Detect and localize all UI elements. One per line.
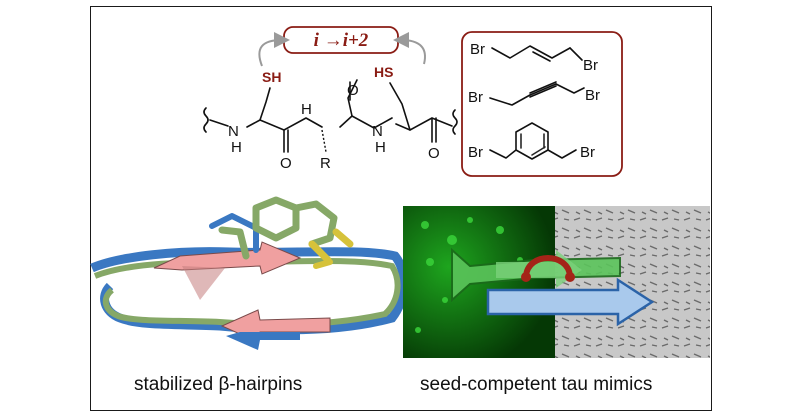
oxygen-3: O [428, 145, 440, 162]
caption-left: stabilized β-hairpins [134, 374, 303, 395]
linker-xylylene: Br Br [468, 122, 595, 161]
figure-frame [90, 6, 712, 411]
caption-right: seed-competent tau mimics [420, 374, 653, 395]
amine-left: N [228, 123, 239, 140]
thiol-left-label: SH [262, 69, 281, 85]
svg-text:Br: Br [585, 87, 600, 104]
side-chain-r: R [320, 155, 331, 172]
right-curved-arrow [393, 32, 426, 65]
amine-mid-h: H [301, 101, 312, 118]
micrograph-panel [403, 206, 710, 358]
staple-sticks [209, 196, 354, 269]
svg-text:Br: Br [468, 89, 483, 106]
amine-right-h: H [375, 139, 386, 156]
svg-text:Br: Br [583, 57, 598, 74]
schematic-blue-strand [486, 277, 655, 327]
linker-butene: Br Br [470, 41, 598, 74]
tem-image [555, 206, 710, 358]
amine-left-h: H [231, 139, 242, 156]
schematic-staple [523, 255, 573, 277]
hairpin-cartoon [90, 196, 409, 350]
linker-panel: Br Br Br Br Br Br [461, 31, 623, 177]
svg-text:Br: Br [468, 144, 483, 161]
svg-text:Br: Br [580, 144, 595, 161]
svg-text:Br: Br [470, 41, 485, 58]
left-curved-arrow [258, 32, 290, 67]
oxygen-1: O [280, 155, 292, 172]
relation-group: i →i+2 [258, 26, 426, 67]
oxygen-2: O [347, 82, 359, 99]
strand-pink-upper [153, 241, 302, 275]
thiol-right-label: HS [374, 64, 393, 80]
linker-butyne: Br Br [468, 81, 600, 106]
relation-text: i →i+2 [314, 30, 369, 51]
amine-right: N [372, 123, 383, 140]
peptide-structure: SH HS N H H N N H O O O R [203, 64, 458, 172]
linker-box [461, 31, 623, 177]
